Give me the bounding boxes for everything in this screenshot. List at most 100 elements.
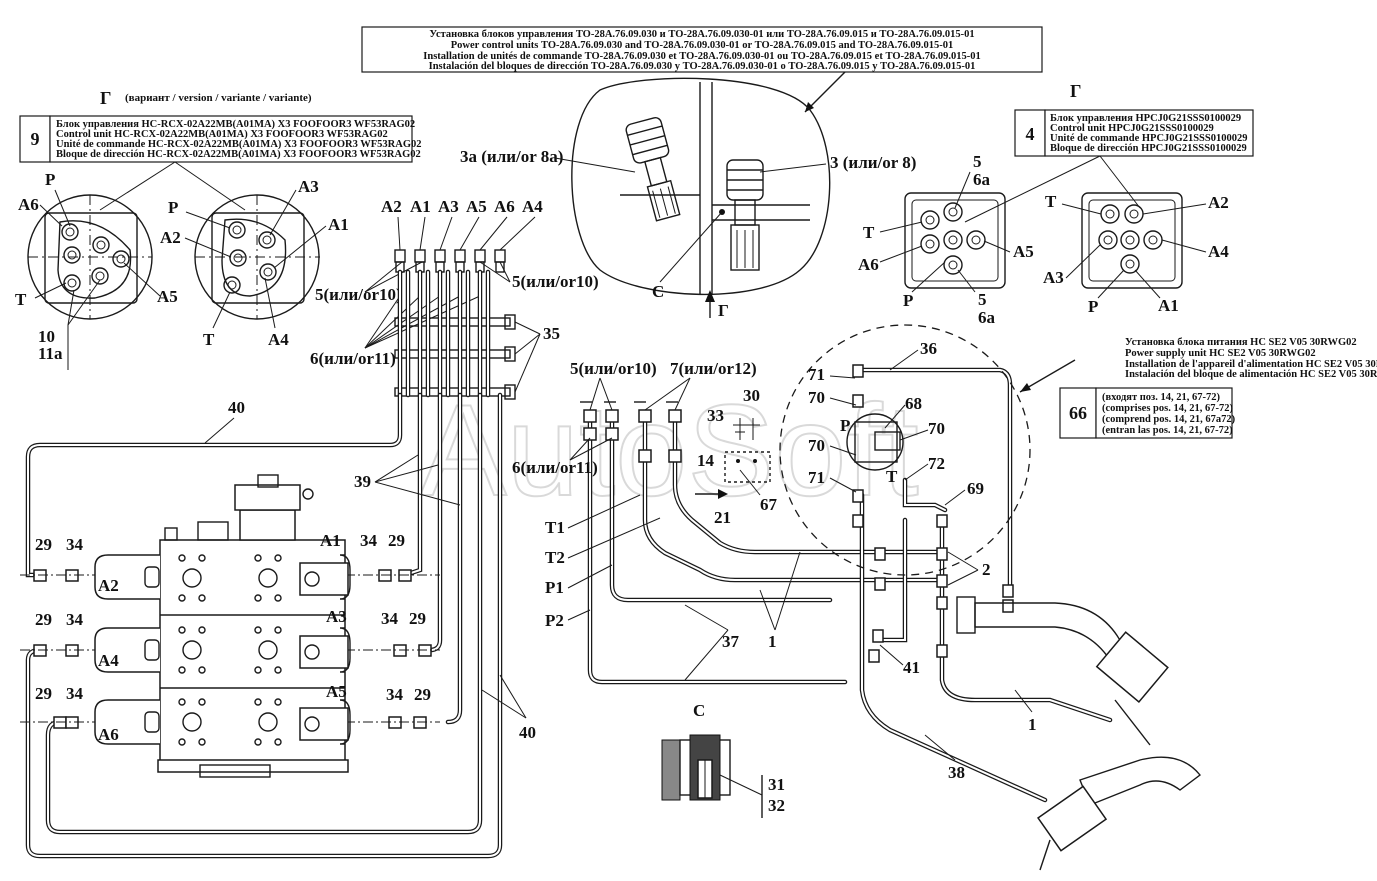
vl-port-a4: A4 (268, 330, 289, 349)
pu-note-line-3: Installation de l'appareil d'alimentatio… (1125, 359, 1377, 370)
label-70-right: 70 (928, 419, 945, 438)
block-port (258, 568, 278, 588)
pipe-fitting (1002, 584, 1014, 598)
label-6-11-left: 6(или/or11) (310, 349, 396, 368)
spool-housing-left (94, 554, 160, 600)
pipe-1-right (939, 517, 1113, 723)
vr-port-a5: A5 (1013, 242, 1034, 261)
label-33: 33 (707, 406, 724, 425)
top-fitting (414, 249, 426, 263)
view-left-box-line-3: Unité de commande HC-RCX-02A22MB(A01MA) … (56, 139, 422, 150)
label-68: 68 (905, 394, 922, 413)
label-30: 30 (743, 386, 760, 405)
label-p-pu: P (840, 416, 850, 435)
top-port-a3: A3 (438, 197, 459, 216)
block-port (182, 640, 202, 660)
pu-sub-line-3: (comprend pos. 14, 21, 67а72) (1102, 414, 1236, 425)
vr-34-a1: 34 (360, 531, 378, 550)
pu-sub-line-1: (входят поз. 14, 21, 67-72) (1102, 392, 1221, 403)
valve-labels: 29 34 A2 29 34 A4 29 34 A6 A1 34 29 A3 3… (35, 398, 536, 744)
top-note: Установка блоков управления ТО-28А.76.09… (361, 26, 1043, 113)
spool-housing-left (94, 627, 160, 673)
top-port-a6: A6 (494, 197, 515, 216)
valve-block (94, 474, 351, 778)
pipe-a5-inner (447, 394, 461, 723)
label-1-mid: 1 (768, 632, 777, 651)
label-7-12: 7(или/or12) (670, 359, 757, 378)
pu-note-line-4: Instalación del bloque de alimentación H… (1125, 369, 1377, 380)
top-note-line-3: Installation de unités de commande ТО-28… (423, 51, 980, 62)
block-bolt (178, 626, 186, 634)
vr-label-6a-top: 6a (973, 170, 991, 189)
block-bolt (178, 666, 186, 674)
pipe-fitting (1002, 599, 1014, 613)
block-bolt (254, 594, 262, 602)
block-bolt (274, 738, 282, 746)
view-left-box-line-1: Блок управления HC-RCX-02A22MB(A01MA) X3… (56, 119, 415, 130)
pipe-36-inner (857, 369, 1011, 591)
label-c: C (652, 282, 664, 301)
power-unit-note: Установка блока питания HC SE2 V05 30RWG… (1019, 337, 1377, 439)
view-right-box-line-4: Bloque de dirección HPCJ0G21SSS0100029 (1050, 143, 1247, 154)
pipe-fitting (605, 409, 619, 423)
pipe-fitting (874, 547, 886, 561)
top-fitting (474, 249, 486, 263)
vr-label-5-bot: 5 (978, 290, 987, 309)
vl-port-a1: A1 (328, 215, 349, 234)
center-middle: 5(или/or10) 7(или/or12) 6(или/or11) 30 3… (512, 359, 801, 681)
vl-port-t2: T (203, 330, 215, 349)
pipe-fitting (936, 574, 948, 588)
pipe-fitting (668, 449, 682, 463)
label-37: 37 (722, 632, 740, 651)
vr-34-a5: 34 (386, 685, 404, 704)
vl-port-t1: T (15, 290, 27, 309)
pipe-fitting (852, 514, 864, 528)
pipe-a2-return-inner (27, 394, 401, 576)
pipe-fitting (868, 649, 880, 663)
vl-port-a2: A2 (160, 228, 181, 247)
block-port (258, 712, 278, 732)
pipe-fitting (936, 547, 948, 561)
view-left-box-line-4: Bloque de dirección HC-RCX-02A22MB(A01MA… (56, 149, 421, 160)
spool-end-right (299, 562, 349, 596)
spool-cap-left (144, 566, 160, 588)
vr-port-a3: A3 (1043, 268, 1064, 287)
vr-port-t2: T (1045, 192, 1057, 211)
spool-cap-left (144, 711, 160, 733)
top-fitting (494, 249, 506, 263)
vr-port-a2: A2 (1208, 193, 1229, 212)
vr-port-p2: P (1088, 297, 1098, 316)
pipe-fitting (852, 364, 864, 378)
label-38: 38 (948, 763, 965, 782)
pipe-41-inner (879, 519, 906, 641)
label-g-arrow: Г (718, 301, 729, 320)
block-port (258, 640, 278, 660)
pipe-fitting (638, 449, 652, 463)
spool-cap-left (144, 639, 160, 661)
pipe-69-inner (904, 479, 946, 511)
pipe-fitting (852, 489, 864, 503)
block-bolt (274, 594, 282, 602)
spool-housing-right (339, 554, 351, 600)
vr-label-5-top: 5 (973, 152, 982, 171)
vr-port-a6: A6 (858, 255, 879, 274)
vl-port-a6: A6 (18, 195, 39, 214)
pu-note-line-2: Power supply unit HC SE2 V05 30RWG02 (1125, 348, 1316, 359)
block-bolt (198, 626, 206, 634)
block-bolt (254, 626, 262, 634)
pipe-fitting (583, 427, 597, 441)
spool-port (304, 644, 320, 660)
label-67: 67 (760, 495, 778, 514)
vl-port-a2: A2 (98, 576, 119, 595)
block-bolt (254, 666, 262, 674)
label-40-left: 40 (228, 398, 245, 417)
pipe-fitting (872, 629, 884, 643)
vl-port-a3: A3 (298, 177, 319, 196)
block-bolt (198, 698, 206, 706)
top-note-line-1: Установка блоков управления ТО-28А.76.09… (429, 29, 974, 40)
pu-box-number: 66 (1069, 403, 1087, 423)
label-70-left: 70 (808, 436, 825, 455)
label-39: 39 (354, 472, 371, 491)
vl-label-10: 10 (38, 327, 55, 346)
spool-end-right (299, 635, 349, 669)
